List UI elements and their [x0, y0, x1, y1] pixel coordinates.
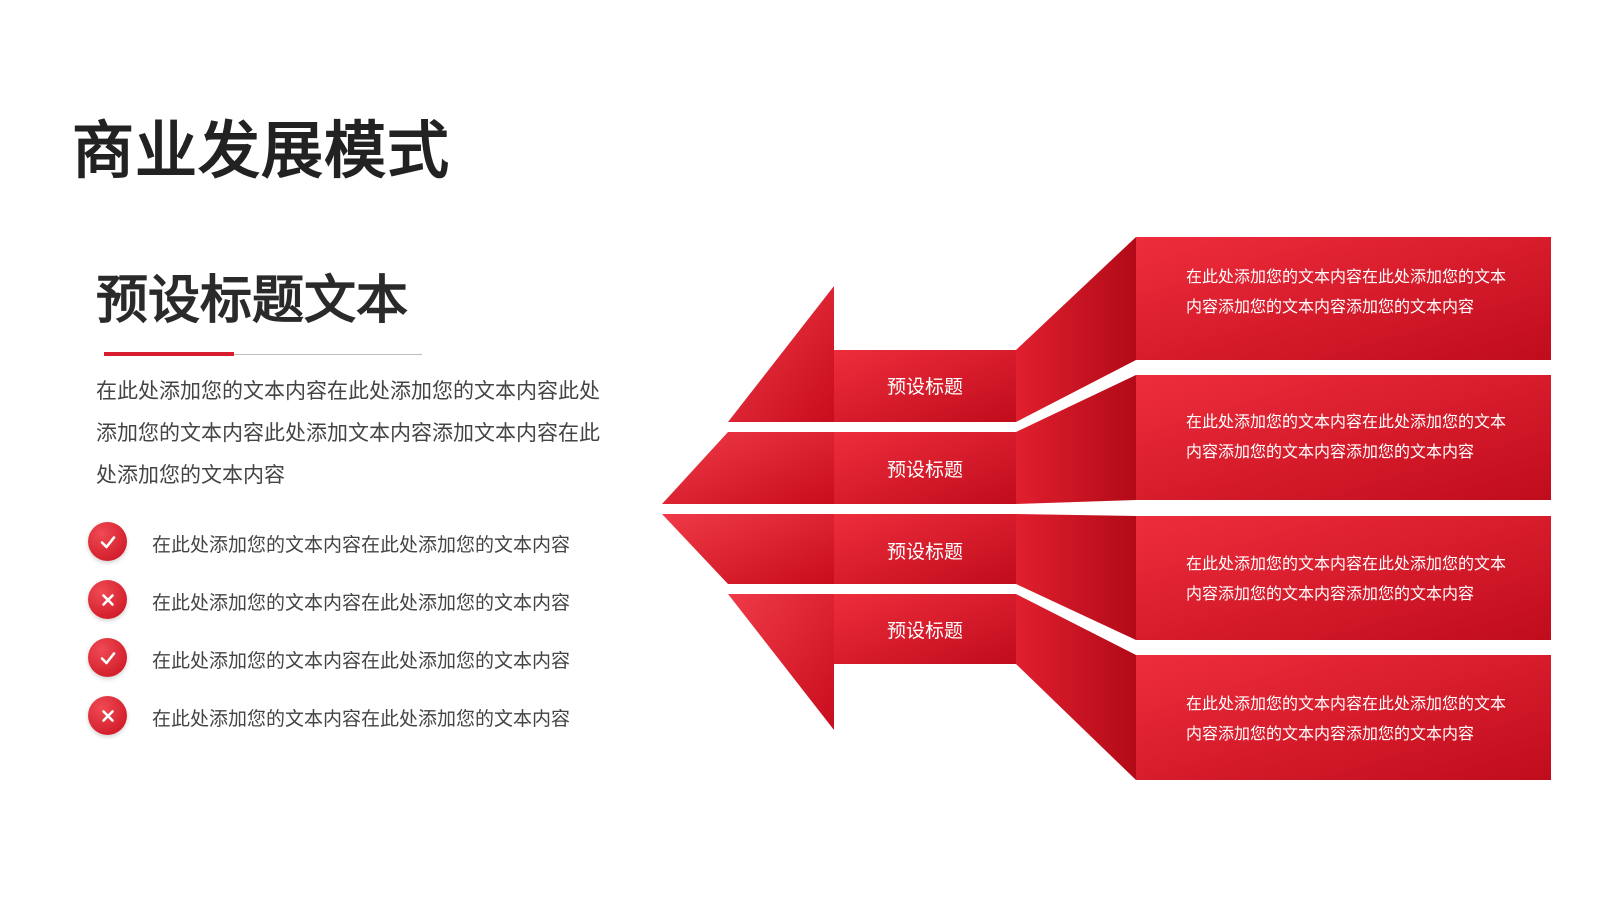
- bullet-item: 在此处添加您的文本内容在此处添加您的文本内容: [88, 522, 648, 562]
- label-bar-2: [834, 432, 1016, 504]
- page-title: 商业发展模式: [72, 114, 451, 187]
- bullet-text: 在此处添加您的文本内容在此处添加您的文本内容: [152, 708, 571, 730]
- diagram-label-2: 预设标题: [886, 459, 963, 481]
- diagram-label-4: 预设标题: [886, 620, 963, 642]
- cross-icon: [88, 696, 127, 735]
- desc-box-2: [1136, 375, 1551, 500]
- label-bar-1: [834, 350, 1016, 422]
- diagram-desc-4: 在此处添加您的文本内容在此处添加您的文本内容添加您的文本内容添加您的文本内容: [1186, 694, 1507, 743]
- desc-box-3: [1136, 516, 1551, 640]
- arrow-head-piece-4: [728, 594, 834, 730]
- desc-box-4: [1136, 655, 1551, 780]
- fold-connector-3: [1016, 514, 1136, 640]
- fold-connector-1: [1016, 237, 1136, 422]
- diagram-desc-3: 在此处添加您的文本内容在此处添加您的文本内容添加您的文本内容添加您的文本内容: [1186, 554, 1507, 603]
- bullet-item: 在此处添加您的文本内容在此处添加您的文本内容: [88, 638, 648, 678]
- arrow-head-piece-1: [728, 286, 834, 422]
- subtitle-accent-bar: [104, 352, 234, 356]
- label-bar-4: [834, 594, 1016, 664]
- bullet-text: 在此处添加您的文本内容在此处添加您的文本内容: [152, 650, 571, 672]
- section-subtitle: 预设标题文本: [96, 271, 409, 331]
- subtitle-divider: [104, 354, 422, 355]
- check-icon: [88, 638, 127, 677]
- label-bar-3: [834, 514, 1016, 584]
- intro-paragraph: 在此处添加您的文本内容在此处添加您的文本内容此处添加您的文本内容此处添加文本内容…: [96, 379, 600, 487]
- fold-connector-4: [1016, 594, 1136, 780]
- arrow-head-piece-3: [662, 514, 834, 584]
- cross-icon: [88, 580, 127, 619]
- bullet-text: 在此处添加您的文本内容在此处添加您的文本内容: [152, 534, 571, 556]
- fold-connector-2: [1016, 375, 1136, 504]
- diagram-desc-2: 在此处添加您的文本内容在此处添加您的文本内容添加您的文本内容添加您的文本内容: [1186, 412, 1507, 461]
- arrow-head-piece-2: [662, 432, 834, 504]
- bullet-item: 在此处添加您的文本内容在此处添加您的文本内容: [88, 696, 648, 736]
- bullet-list: 在此处添加您的文本内容在此处添加您的文本内容 在此处添加您的文本内容在此处添加您…: [88, 522, 648, 754]
- bullet-text: 在此处添加您的文本内容在此处添加您的文本内容: [152, 592, 571, 614]
- diagram-label-1: 预设标题: [886, 376, 963, 398]
- check-icon: [88, 522, 127, 561]
- diagram-desc-1: 在此处添加您的文本内容在此处添加您的文本内容添加您的文本内容添加您的文本内容: [1186, 267, 1507, 316]
- bullet-item: 在此处添加您的文本内容在此处添加您的文本内容: [88, 580, 648, 620]
- desc-box-1: [1136, 237, 1551, 360]
- diagram-label-3: 预设标题: [886, 541, 963, 563]
